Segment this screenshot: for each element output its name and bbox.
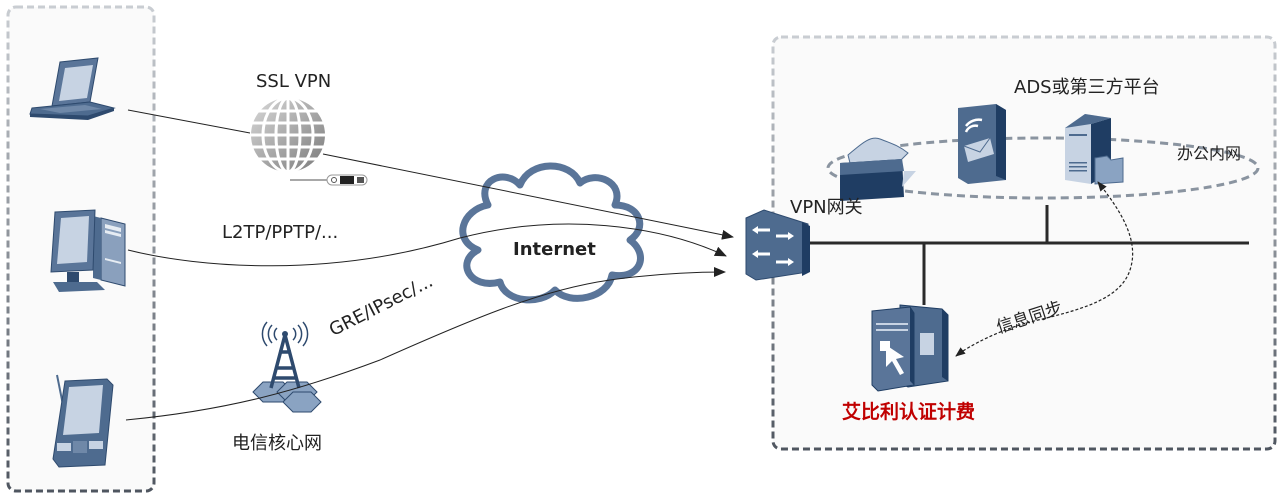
printer-icon[interactable] [840,137,916,201]
vpn-key-token-icon [290,174,368,186]
laptop-icon[interactable] [29,57,116,120]
auth-server-icon[interactable] [871,304,949,392]
gre-ipsec-link [125,267,726,421]
ssl-vpn-label: SSL VPN [256,71,332,92]
vpn-gateway-icon[interactable] [745,209,810,281]
cloud-icon [459,162,644,304]
pda-handheld-icon[interactable] [52,374,114,468]
telecom-core-label: 电信核心网 [232,433,322,454]
l2tp-pptp-link [127,223,727,267]
platform-label: ADS或第三方平台 [1014,77,1160,98]
intranet-label: 办公内网 [1177,144,1242,163]
vpn-gateway-label: VPN网关 [790,197,863,218]
desktop-pc-icon[interactable] [50,209,126,292]
intranet-ring [826,136,1260,200]
mail-server-icon[interactable] [958,104,1006,184]
sync-arrow [955,181,1134,357]
ssl-vpn-link-2 [322,153,734,240]
internet-label: Internet [513,239,596,260]
cell-tower-icon [252,321,322,413]
globe-icon [251,96,325,174]
auth-billing-label: 艾比利认证计费 [842,401,976,423]
ssl-vpn-link [127,109,251,134]
file-server-icon[interactable] [1065,114,1124,185]
l2tp-pptp-label: L2TP/PPTP/... [222,222,339,243]
